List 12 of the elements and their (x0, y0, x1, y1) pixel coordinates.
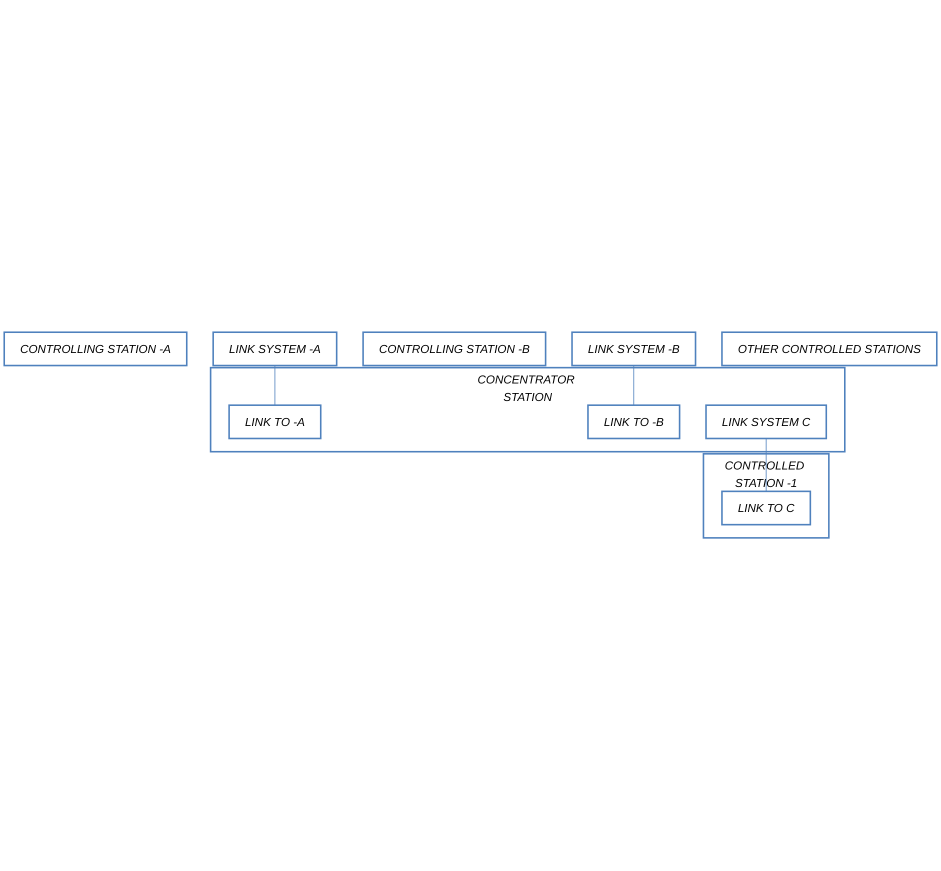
node-box: CONTROLLING STATION -A (3, 332, 188, 367)
node-box: CONTROLLING STATION -B (362, 332, 546, 367)
node-box: LINK SYSTEM -B (571, 332, 696, 367)
connector (633, 366, 634, 406)
node-box: LINK TO -A (228, 404, 322, 440)
connector (766, 438, 767, 492)
node-box: LINK TO -B (587, 404, 680, 440)
node-box: LINK SYSTEM C (705, 404, 828, 440)
node-box: LINK SYSTEM -A (212, 332, 338, 367)
connector (274, 366, 276, 406)
node-box: LINK TO C (721, 491, 812, 526)
node-box: OTHER CONTROLLED STATIONS (721, 332, 938, 367)
